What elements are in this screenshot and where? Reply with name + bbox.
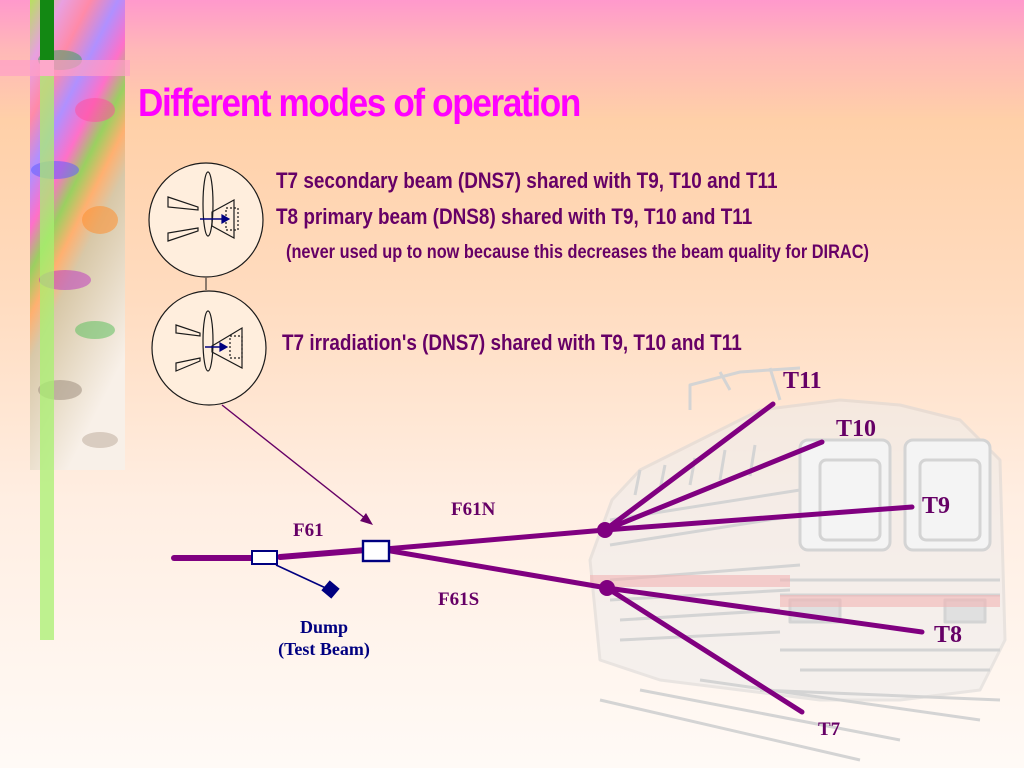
train-illustration [588, 366, 1007, 762]
label-t8: T8 [934, 622, 962, 648]
decorative-texture-strip [0, 0, 130, 640]
beam-f61 [277, 547, 369, 560]
magnet-f61 [251, 550, 278, 565]
label-t7: T7 [818, 719, 841, 740]
label-t10: T10 [836, 416, 876, 442]
beam-t8 [604, 585, 925, 635]
slide-title: Different modes of operation [138, 82, 581, 125]
mode-icon-upper [148, 162, 264, 278]
pointer-arrow [221, 404, 367, 520]
dump-block [321, 580, 340, 599]
train-stripe [590, 575, 790, 587]
label-f61s: F61S [438, 589, 479, 610]
splitter-magnet [361, 539, 391, 563]
mode-icon-lower [151, 290, 267, 406]
beam-t9 [602, 504, 915, 533]
label-f61: F61 [293, 520, 324, 541]
pointer-arrowhead [360, 513, 373, 525]
text-line-t7-secondary: T7 secondary beam (DNS7) shared with T9,… [276, 168, 778, 193]
text-line-t8-primary: T8 primary beam (DNS8) shared with T9, T… [276, 204, 753, 229]
beam-f61n [382, 527, 608, 552]
label-t9: T9 [922, 493, 950, 519]
label-dump: Dump [300, 617, 348, 637]
junction-north [597, 522, 613, 538]
dump-line [275, 564, 331, 591]
train-stripe-front [780, 595, 1000, 607]
label-t11: T11 [783, 368, 822, 394]
label-test-beam: (Test Beam) [278, 639, 370, 660]
junction-south [599, 580, 615, 596]
label-f61n: F61N [451, 499, 496, 520]
beam-t10 [602, 439, 825, 533]
text-line-t7-irradiation: T7 irradiation's (DNS7) shared with T9, … [282, 330, 742, 355]
beam-t7 [604, 585, 805, 715]
text-line-note: (never used up to now because this decre… [286, 242, 869, 263]
beam-t11 [602, 401, 776, 533]
beam-f61s [382, 547, 610, 591]
